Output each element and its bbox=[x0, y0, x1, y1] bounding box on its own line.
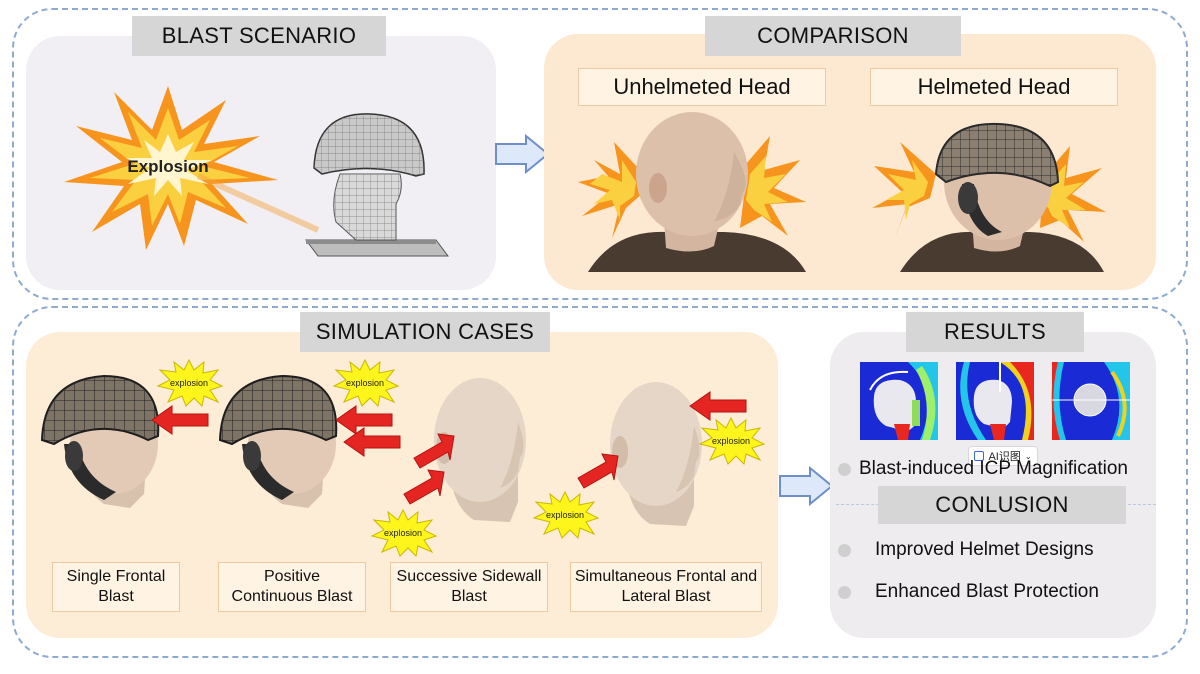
case3-burst-label: explosion bbox=[384, 528, 422, 538]
case3-red-arrow-bottom bbox=[403, 469, 445, 505]
case3-head-figure bbox=[434, 378, 526, 522]
chevron-down-icon: ⌄ bbox=[1024, 451, 1032, 461]
ai-badge[interactable]: AI识图 ⌄ bbox=[968, 446, 1038, 466]
bottom-dashed-frame bbox=[12, 306, 1188, 658]
case1-helmeted-head-figure bbox=[40, 374, 160, 508]
ai-badge-label: AI识图 bbox=[988, 451, 1021, 463]
case4-burst-label-side: explosion bbox=[546, 510, 584, 520]
ai-badge-icon bbox=[974, 451, 985, 461]
icp-result-image-3 bbox=[1051, 362, 1130, 440]
helmeted-head-figure bbox=[872, 122, 1106, 272]
case4-red-arrow-front bbox=[689, 391, 747, 421]
conclusion-bullet-2-text: Enhanced Blast Protection bbox=[875, 581, 1099, 602]
unhelmeted-label: Unhelmeted Head bbox=[578, 68, 826, 106]
conclusion-bullet-2: Enhanced Blast Protection bbox=[838, 580, 1148, 604]
bullet-dot-icon bbox=[838, 585, 851, 599]
case2-burst-icon: explosion bbox=[332, 358, 400, 408]
blast-scenario-title: BLAST SCENARIO bbox=[132, 16, 386, 56]
case2-red-arrow-top bbox=[335, 405, 393, 435]
bullet-dot-icon bbox=[838, 543, 851, 557]
case4-burst-icon-front: explosion bbox=[698, 416, 766, 466]
comparison-title: COMPARISON bbox=[705, 16, 961, 56]
helmeted-mannequin-figure bbox=[305, 113, 449, 257]
explosion-label: Explosion bbox=[127, 157, 208, 176]
case2-red-arrow-bottom bbox=[343, 427, 401, 457]
case2-helmeted-head-figure bbox=[218, 374, 338, 508]
top-dashed-frame bbox=[12, 8, 1188, 300]
simulation-title: SIMULATION CASES bbox=[300, 312, 550, 352]
explosion-icon: Explosion bbox=[64, 86, 320, 250]
case2-burst-label: explosion bbox=[346, 378, 384, 388]
case4-burst-icon-side: explosion bbox=[532, 490, 600, 540]
flow-arrow-to-comparison bbox=[495, 133, 550, 175]
results-bullet: Blast-induced ICP Magnification bbox=[838, 458, 1168, 480]
conclusion-bullet-1-text: Improved Helmet Designs bbox=[875, 539, 1094, 560]
case1-burst-label: explosion bbox=[170, 378, 208, 388]
case3-red-arrow-top bbox=[413, 433, 455, 469]
case3-burst-icon: explosion bbox=[370, 508, 438, 558]
results-title: RESULTS bbox=[906, 312, 1084, 352]
flow-arrow-to-results bbox=[779, 465, 834, 507]
icp-result-image-2 bbox=[956, 362, 1034, 440]
helmeted-label: Helmeted Head bbox=[870, 68, 1118, 106]
case4-red-arrow-side bbox=[577, 453, 619, 489]
results-bullet-text: Blast-induced ICP Magnification bbox=[859, 458, 1128, 479]
bullet-dot-icon bbox=[838, 462, 851, 476]
case1-burst-icon: explosion bbox=[156, 358, 224, 408]
case4-burst-label-front: explosion bbox=[712, 436, 750, 446]
case4-head-figure bbox=[610, 382, 702, 526]
icp-result-image-1 bbox=[860, 362, 938, 440]
conclusion-bullet-1: Improved Helmet Designs bbox=[838, 538, 1148, 562]
conclusion-title: CONLUSION bbox=[878, 486, 1126, 524]
case1-red-arrow bbox=[151, 405, 209, 435]
unhelmeted-head-figure bbox=[578, 112, 806, 272]
